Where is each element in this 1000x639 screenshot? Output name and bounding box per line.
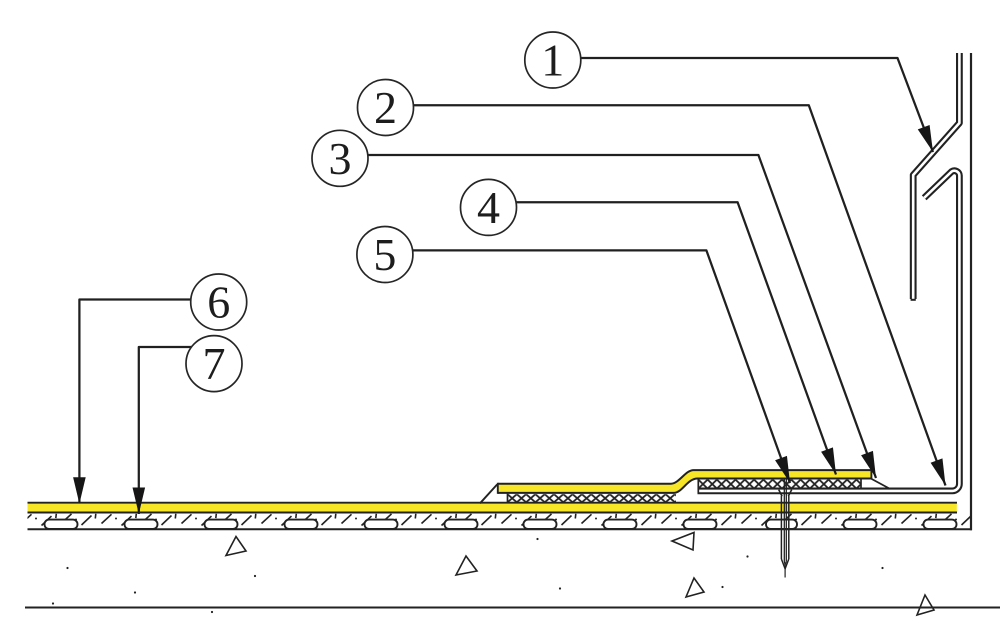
svg-text:2: 2 [374, 82, 397, 133]
svg-text:3: 3 [329, 133, 352, 184]
svg-text:4: 4 [477, 182, 500, 233]
svg-text:1: 1 [541, 35, 564, 86]
svg-text:6: 6 [207, 277, 230, 328]
svg-text:7: 7 [203, 338, 226, 389]
svg-text:5: 5 [373, 229, 396, 280]
